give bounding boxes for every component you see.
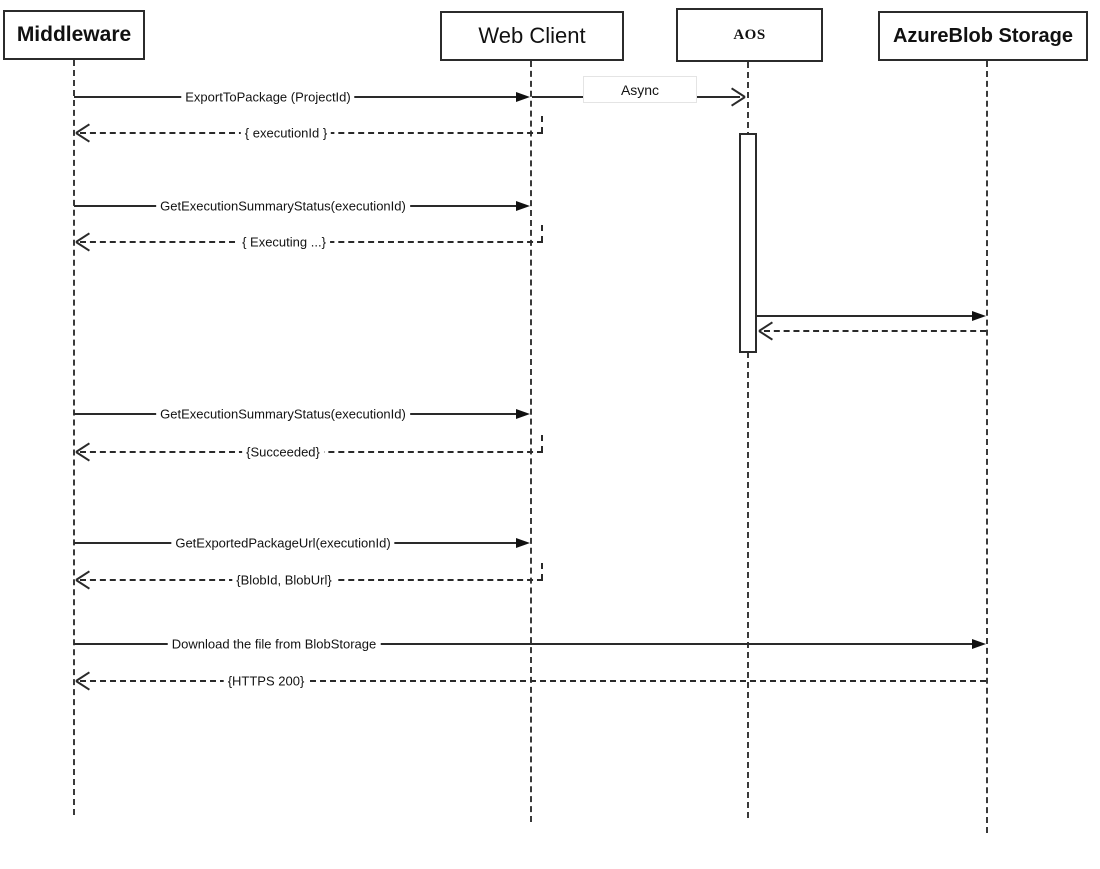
lifeline-middleware — [73, 60, 75, 815]
participant-azureblob-storage: AzureBlob Storage — [878, 11, 1088, 61]
message-arrow — [757, 315, 973, 317]
message-label: {HTTPS 200} — [223, 672, 309, 690]
message-label: GetExecutionSummaryStatus(executionId) — [156, 197, 410, 215]
filled-arrowhead — [516, 201, 530, 211]
message-label: {Succeeded} — [242, 443, 324, 461]
return-elbow — [541, 225, 543, 242]
return-elbow — [541, 435, 543, 452]
filled-arrowhead — [516, 92, 530, 102]
participant-aos: AOS — [676, 8, 823, 62]
message-label: Async — [620, 81, 660, 98]
message-label: {BlobId, BlobUrl} — [232, 571, 336, 589]
return-elbow — [541, 563, 543, 580]
participant-label: AOS — [733, 26, 766, 43]
filled-arrowhead — [516, 409, 530, 419]
message-label: GetExportedPackageUrl(executionId) — [171, 534, 395, 552]
participant-middleware: Middleware — [3, 10, 145, 60]
message-label: { Executing ...} — [238, 233, 330, 251]
filled-arrowhead — [972, 311, 986, 321]
message-label: { executionId } — [240, 124, 332, 142]
return-elbow — [541, 116, 543, 133]
message-return-arrow — [764, 330, 986, 332]
message-arrow — [74, 643, 973, 645]
async-label-box: Async — [583, 76, 697, 103]
filled-arrowhead — [516, 538, 530, 548]
message-label: ExportToPackage (ProjectId) — [181, 88, 355, 106]
message-label: Download the file from BlobStorage — [167, 635, 381, 653]
message-label: GetExecutionSummaryStatus(executionId) — [156, 405, 410, 423]
lifeline-aos — [747, 62, 749, 818]
lifeline-web-client — [530, 61, 532, 822]
participant-label: Web Client — [478, 23, 586, 48]
activation-bar-aos — [739, 133, 757, 353]
participant-label: AzureBlob Storage — [892, 24, 1074, 47]
message-return-arrow — [80, 680, 986, 682]
participant-web-client: Web Client — [440, 11, 624, 61]
lifeline-azureblob-storage — [986, 61, 988, 833]
filled-arrowhead — [972, 639, 986, 649]
participant-label: Middleware — [16, 23, 132, 46]
